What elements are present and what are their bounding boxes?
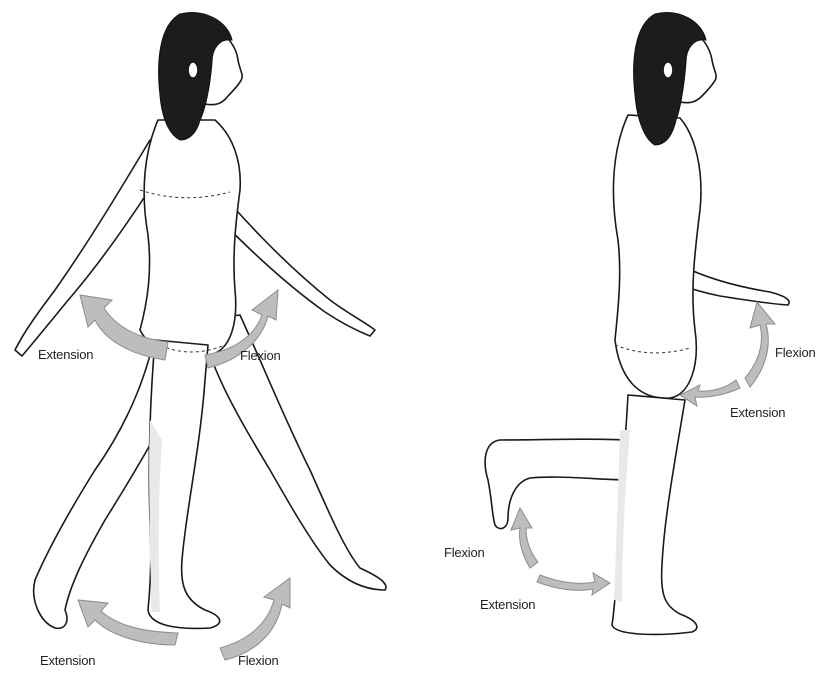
right-knee-extension-label: Extension bbox=[480, 597, 535, 612]
left-hip-flexion-label: Flexion bbox=[240, 348, 281, 363]
right-figure-lifted-leg bbox=[485, 439, 630, 528]
right-standing-figure bbox=[485, 13, 789, 635]
left-figure-torso bbox=[140, 120, 240, 356]
left-ankle-extension-label: Extension bbox=[40, 653, 95, 668]
left-hip-extension-label: Extension bbox=[38, 347, 93, 362]
left-ankle-flexion-arrow bbox=[220, 578, 290, 660]
right-knee-flexion-label: Flexion bbox=[444, 545, 485, 560]
left-walking-figure bbox=[15, 13, 386, 629]
right-knee-flexion-arrow bbox=[511, 508, 538, 568]
right-hip-flexion-label: Flexion bbox=[775, 345, 816, 360]
right-knee-extension-arrow bbox=[537, 573, 610, 595]
right-hip-flexion-arrow bbox=[745, 302, 775, 387]
right-hip-extension-label: Extension bbox=[730, 405, 785, 420]
left-ankle-flexion-label: Flexion bbox=[238, 653, 279, 668]
right-figure-torso bbox=[613, 115, 701, 398]
